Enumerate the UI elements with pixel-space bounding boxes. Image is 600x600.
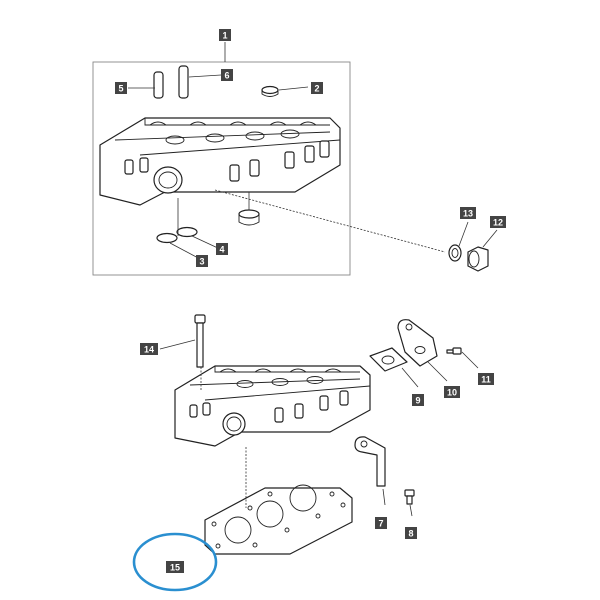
callout-7[interactable]: 7: [375, 517, 387, 529]
upper-assembly-frame: [92, 61, 351, 276]
cylinder-head-upper[interactable]: [99, 117, 341, 206]
callout-12[interactable]: 12: [490, 216, 506, 228]
callout-label: 7: [378, 519, 383, 529]
cup-plug[interactable]: [238, 209, 260, 226]
washer-part-13[interactable]: [448, 244, 462, 262]
callout-9[interactable]: 9: [412, 394, 424, 406]
callout-2[interactable]: 2: [311, 82, 323, 94]
plug-bolt-part-12[interactable]: [467, 246, 489, 272]
callout-14[interactable]: 14: [140, 343, 158, 355]
upper-leader-lines: [128, 42, 498, 261]
callout-label: 13: [463, 209, 473, 219]
o-ring-part-4[interactable]: [176, 226, 198, 238]
callout-label: 2: [314, 84, 319, 94]
callout-6[interactable]: 6: [221, 69, 233, 81]
callout-4[interactable]: 4: [216, 243, 228, 255]
pin-part-5[interactable]: [153, 71, 164, 99]
o-ring-part-3[interactable]: [156, 232, 178, 244]
screw-part-11[interactable]: [446, 347, 462, 355]
callout-label: 1: [222, 31, 227, 41]
callout-label: 6: [224, 71, 229, 81]
lifting-bracket-part-7[interactable]: [354, 436, 386, 487]
callout-11[interactable]: 11: [478, 373, 494, 385]
plug-part-2[interactable]: [261, 85, 279, 97]
pin-part-6[interactable]: [178, 65, 189, 99]
callout-label: 3: [199, 257, 204, 267]
highlight-ring: [132, 532, 218, 592]
callout-label: 8: [408, 529, 413, 539]
callout-1[interactable]: 1: [219, 29, 231, 41]
bracket-bolt-part-8[interactable]: [404, 489, 415, 505]
cylinder-head-lower[interactable]: [174, 365, 371, 447]
head-gasket-part-15[interactable]: [204, 484, 353, 555]
callout-label: 10: [447, 388, 457, 398]
callout-label: 14: [144, 345, 154, 355]
callout-5[interactable]: 5: [115, 82, 127, 94]
callout-13[interactable]: 13: [460, 207, 476, 219]
callout-3[interactable]: 3: [196, 255, 208, 267]
callout-label: 11: [481, 375, 491, 385]
callout-label: 12: [493, 218, 503, 228]
outlet-flange-part-10[interactable]: [397, 319, 438, 367]
lower-leader-lines: [159, 339, 479, 517]
callout-label: 9: [415, 396, 420, 406]
head-bolt-part-14[interactable]: [194, 314, 206, 368]
callout-8[interactable]: 8: [405, 527, 417, 539]
outlet-gasket-part-9[interactable]: [369, 347, 408, 372]
callout-label: 15: [170, 563, 180, 573]
callout-label: 5: [118, 84, 123, 94]
callout-10[interactable]: 10: [444, 386, 460, 398]
callout-label: 4: [219, 245, 224, 255]
callout-15[interactable]: 15: [166, 561, 184, 573]
